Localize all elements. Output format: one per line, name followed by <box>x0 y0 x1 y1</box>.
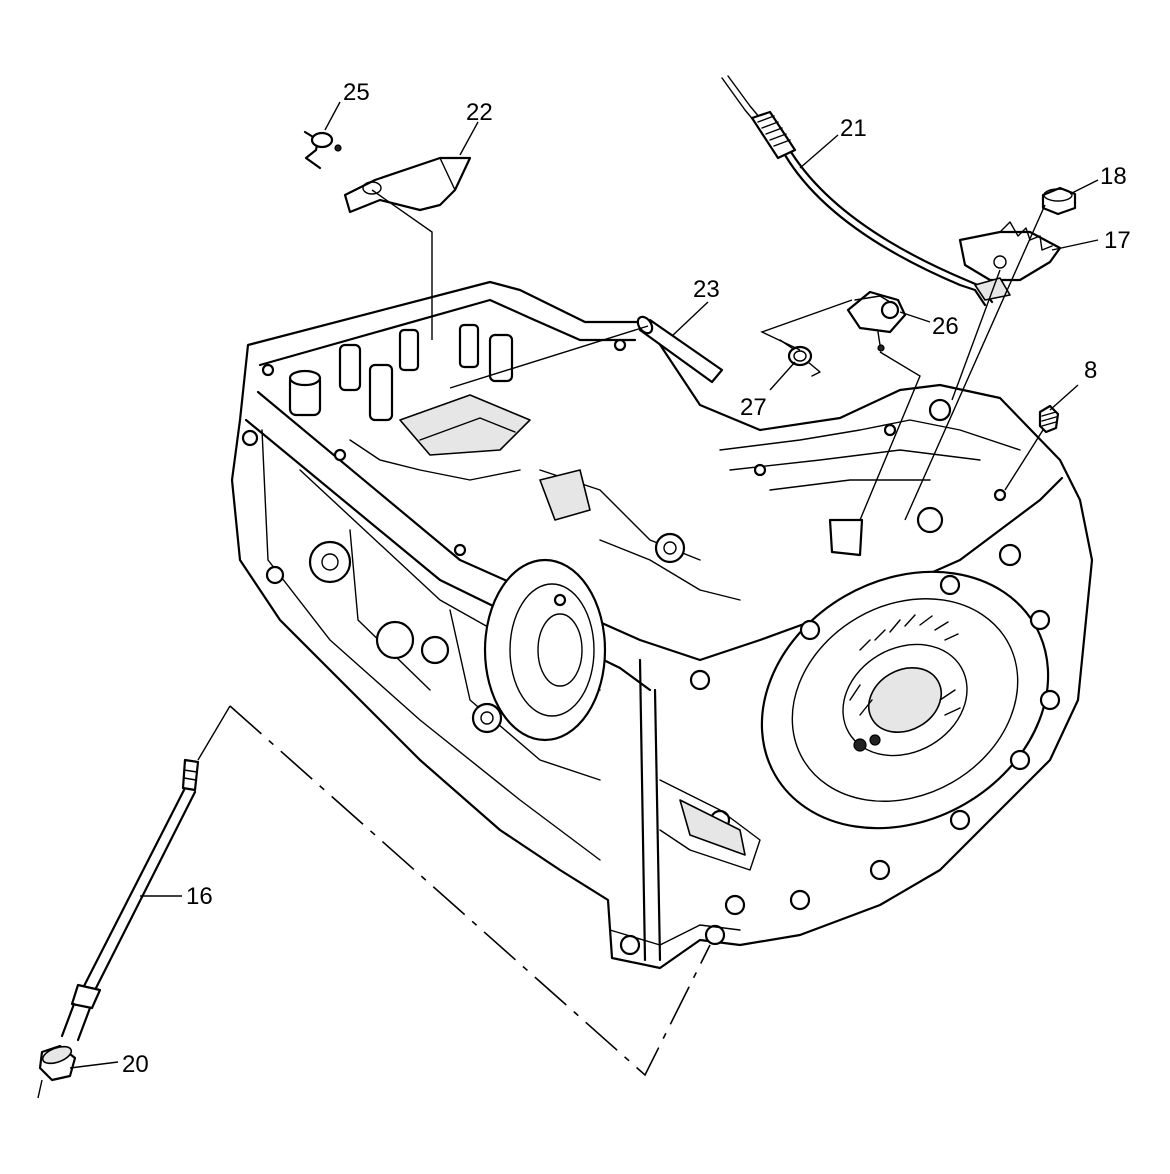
callout-18: 18 <box>1100 163 1127 190</box>
callout-27: 27 <box>740 394 767 421</box>
callout-25: 25 <box>343 79 370 106</box>
part-20-seal <box>38 1044 77 1082</box>
part-26-bracket <box>846 290 907 352</box>
callout-17: 17 <box>1104 227 1131 254</box>
part-21-cable <box>721 75 994 307</box>
callout-20: 20 <box>122 1051 149 1078</box>
part-8-plug <box>1038 404 1060 434</box>
callout-21: 21 <box>840 115 867 142</box>
leader-lines <box>37 101 1099 1099</box>
callout-26: 26 <box>932 313 959 340</box>
part-18-nut <box>1041 186 1077 216</box>
callout-16: 16 <box>186 883 213 910</box>
part-27-spring <box>779 339 821 377</box>
transmission-case <box>230 280 1094 970</box>
callout-8: 8 <box>1084 357 1097 384</box>
callout-labels: 25 22 21 18 17 23 26 27 8 16 20 <box>122 79 1131 1078</box>
callout-22: 22 <box>466 99 493 126</box>
part-22-lever <box>343 156 472 214</box>
part-25-clip <box>303 130 342 170</box>
part-17-detent-lever <box>958 221 1062 301</box>
callout-23: 23 <box>693 276 720 303</box>
part-16-shaft <box>60 758 200 1042</box>
